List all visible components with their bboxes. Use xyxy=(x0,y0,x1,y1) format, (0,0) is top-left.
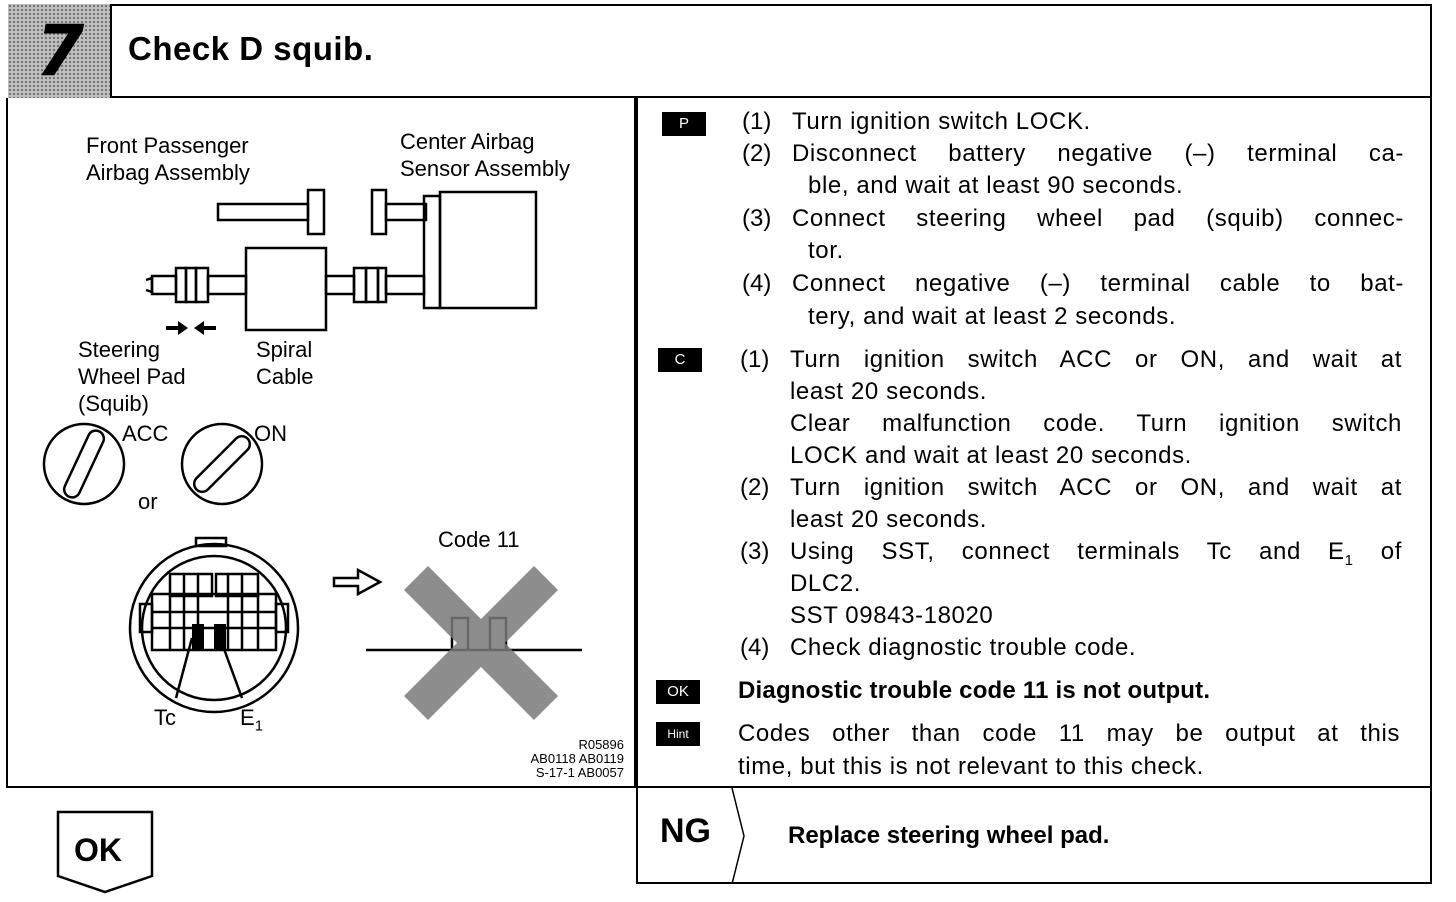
check-step-text: DLC2. xyxy=(790,570,862,597)
check-step-num: (1) xyxy=(740,346,770,373)
label-line: Wheel Pad xyxy=(78,364,186,389)
label-line: (Squib) xyxy=(78,391,149,416)
label-line: Sensor Assembly xyxy=(400,156,570,181)
prepare-step-num: (3) xyxy=(742,205,772,232)
prepare-tag: P xyxy=(662,112,706,136)
ok-tag: OK xyxy=(656,680,700,704)
prepare-step-num: (1) xyxy=(742,108,772,135)
label-line: Front Passenger xyxy=(86,133,249,158)
check-step-text: least 20 seconds. xyxy=(790,378,987,405)
front-passenger-label: Front Passenger Airbag Assembly xyxy=(86,132,250,186)
e1-text: E xyxy=(240,705,255,730)
e1-subscript: 1 xyxy=(254,717,264,735)
code-11-label: Code 11 xyxy=(438,527,520,552)
label-line: Spiral xyxy=(256,337,313,362)
or-label: or xyxy=(138,489,158,514)
ref-line: AB0118 AB0119 xyxy=(530,751,625,766)
check-step-text: Using SST, connect terminals Tc and E1 o… xyxy=(790,536,1402,577)
label-line: Center Airbag xyxy=(400,129,535,154)
prepare-step-text: Disconnect battery negative (–) terminal… xyxy=(792,140,1404,167)
e1-subscript: 1 xyxy=(1344,551,1354,569)
check-step-text: Turn ignition switch ACC or ON, and wait… xyxy=(790,346,1402,373)
ng-tab-shape xyxy=(731,788,745,884)
prepare-step-text: ble, and wait at least 90 seconds. xyxy=(808,172,1184,199)
step-number: 7 xyxy=(35,10,85,92)
e1-terminal-label: E1 xyxy=(240,704,263,739)
ng-panel xyxy=(636,788,1432,884)
procedure-panel xyxy=(636,98,1432,788)
prepare-step-text: tor. xyxy=(808,237,844,264)
check-tag: C xyxy=(658,348,702,372)
ok-result-text: Diagnostic trouble code 11 is not output… xyxy=(738,677,1211,704)
check-step-text-part: Using SST, connect terminals Tc and E xyxy=(790,538,1345,565)
tc-terminal-label: Tc xyxy=(154,705,176,730)
label-line: Steering xyxy=(78,337,160,362)
spiral-cable-label: Spiral Cable xyxy=(256,336,313,390)
steering-wheel-pad-label: Steering Wheel Pad (Squib) xyxy=(78,336,186,417)
on-label: ON xyxy=(254,421,287,446)
check-step-text: Turn ignition switch ACC or ON, and wait… xyxy=(790,474,1402,501)
hint-tag: Hint xyxy=(656,722,700,746)
hint-text: time, but this is not relevant to this c… xyxy=(738,753,1204,780)
prepare-step-text: Turn ignition switch LOCK. xyxy=(792,108,1091,135)
figure-panel xyxy=(6,98,636,788)
prepare-step-text: Connect negative (–) terminal cable to b… xyxy=(792,270,1404,297)
ng-result-text: Replace steering wheel pad. xyxy=(788,822,1110,849)
acc-label: ACC xyxy=(122,421,169,446)
prepare-step-text: tery, and wait at least 2 seconds. xyxy=(808,303,1177,330)
check-step-num: (4) xyxy=(740,634,770,661)
hint-text: Codes other than code 11 may be output a… xyxy=(738,720,1400,747)
prepare-step-num: (2) xyxy=(742,140,772,167)
check-step-text: Clear malfunction code. Turn ignition sw… xyxy=(790,410,1402,437)
center-airbag-label: Center Airbag Sensor Assembly xyxy=(400,128,570,182)
step-number-box xyxy=(8,4,112,98)
ref-line: S-17-1 AB0057 xyxy=(535,765,624,780)
check-step-num: (2) xyxy=(740,474,770,501)
label-line: Airbag Assembly xyxy=(86,160,250,185)
check-step-text: least 20 seconds. xyxy=(790,506,987,533)
page-title: Check D squib. xyxy=(128,30,374,67)
prepare-step-text: Connect steering wheel pad (squib) conne… xyxy=(792,205,1404,232)
figure-reference-codes: R05896 AB0118 AB0119 S-17-1 AB0057 xyxy=(476,737,625,780)
ng-label: NG xyxy=(660,812,711,850)
sst-number: SST 09843-18020 xyxy=(790,602,994,629)
check-step-text: Check diagnostic trouble code. xyxy=(790,634,1137,661)
label-line: Cable xyxy=(256,364,314,389)
airbag-diagram xyxy=(42,188,582,721)
check-step-text-part: of xyxy=(1353,538,1402,565)
ref-line: R05896 xyxy=(578,737,624,752)
ok-flow-tag xyxy=(56,810,154,894)
ok-flow-label: OK xyxy=(74,832,122,868)
check-step-text: LOCK and wait at least 20 seconds. xyxy=(790,442,1192,469)
check-step-num: (3) xyxy=(740,538,770,565)
prepare-step-num: (4) xyxy=(742,270,772,297)
